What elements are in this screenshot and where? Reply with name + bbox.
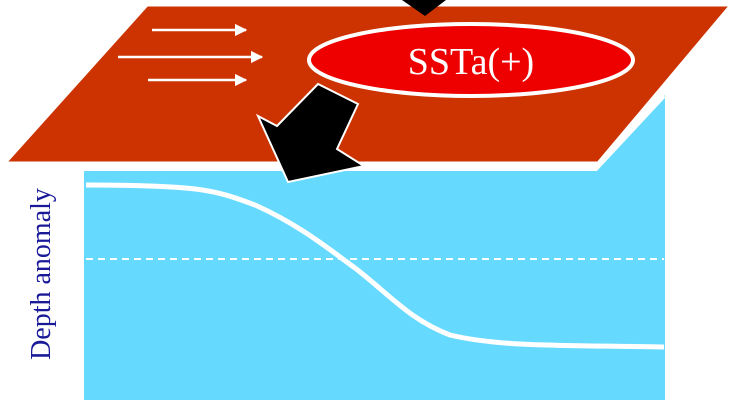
ssta-ellipse	[307, 22, 635, 98]
ocean-box	[84, 95, 665, 400]
wind-arrows	[118, 23, 264, 87]
ssta-label: SSTa(+)	[408, 41, 534, 83]
ocean-surface-edge	[84, 94, 666, 171]
y-axis-label: Depth anomaly	[26, 188, 57, 360]
thermocline-curve	[85, 182, 665, 350]
top-arrow-icon	[402, 0, 446, 16]
down-left-arrow-icon	[255, 82, 367, 184]
